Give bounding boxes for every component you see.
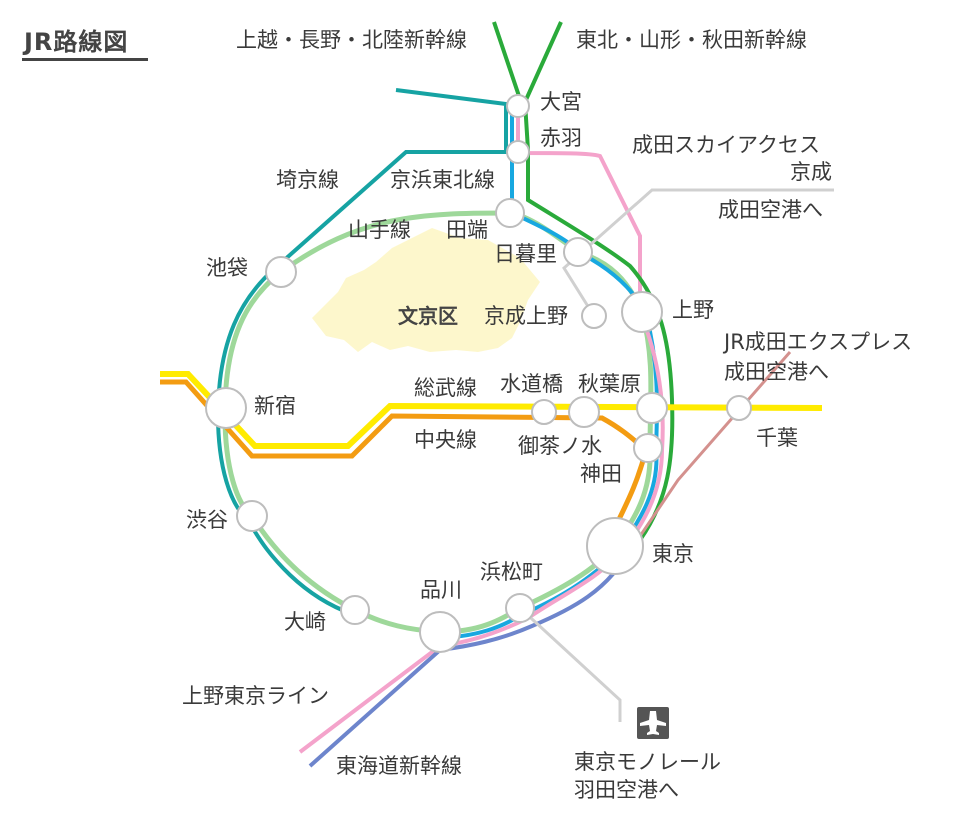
saikyo-line (215, 88, 508, 616)
narita-express-line (630, 351, 792, 549)
line-label-yamanote: 山手線 (348, 218, 411, 242)
tokyo-monorail-line (518, 606, 622, 722)
line-label-skyaccess-destination: 成田空港へ (718, 198, 823, 222)
ward-label: 文京区 (398, 304, 458, 328)
line-label-chuo: 中央線 (414, 428, 477, 452)
station-shibuya-marker[interactable] (236, 500, 268, 532)
station-label-omiya: 大宮 (540, 90, 582, 114)
station-label-chiba: 千葉 (756, 426, 798, 450)
station-chiba-marker[interactable] (726, 395, 752, 421)
station-label-keisei-ueno: 京成上野 (484, 304, 568, 328)
station-ikebukuro-marker[interactable] (265, 256, 297, 288)
tokaido-shinkansen-line (308, 547, 632, 768)
keisei-narita-skyaccess-line (562, 188, 834, 317)
sobu-line (160, 371, 823, 449)
airplane-icon (640, 711, 666, 735)
station-label-nippori: 日暮里 (494, 242, 557, 266)
line-label-narita-express: JR成田エクスプレス (724, 330, 913, 354)
map-title: JR路線図 (24, 28, 129, 56)
station-label-osaki: 大崎 (284, 610, 326, 634)
line-label-narita-skyaccess: 成田スカイアクセス (632, 133, 820, 157)
station-label-akabane: 赤羽 (540, 126, 582, 150)
station-label-shinjuku: 新宿 (254, 394, 296, 418)
line-label-nex-destination: 成田空港へ (724, 360, 829, 384)
station-akabane-marker[interactable] (506, 140, 530, 164)
station-label-shinagawa: 品川 (420, 578, 462, 602)
station-tokyo-marker[interactable] (586, 517, 644, 575)
station-omiya-marker[interactable] (506, 94, 530, 118)
line-label-monorail-destination: 羽田空港へ (574, 778, 679, 802)
station-label-shibuya: 渋谷 (186, 508, 228, 532)
station-label-akihabara: 秋葉原 (578, 372, 641, 396)
station-shinagawa-marker[interactable] (419, 611, 461, 653)
line-label-saikyo: 埼京線 (276, 168, 339, 192)
bunkyo-ward-area (312, 228, 540, 352)
line-label-tokyo-monorail: 東京モノレール (574, 750, 721, 774)
station-label-ochanomizu: 御茶ノ水 (518, 434, 602, 458)
line-label-keisei: 京成 (790, 160, 832, 184)
station-akihabara-marker[interactable] (568, 396, 600, 428)
station-suidobashi-marker[interactable] (531, 399, 557, 425)
ueno-tokyo-line (298, 108, 665, 754)
station-kanda-marker[interactable] (633, 433, 663, 463)
station-label-tabata: 田端 (446, 218, 488, 242)
line-label-sobu: 総武線 (414, 376, 477, 400)
line-label-ueno-tokyo: 上野東京ライン (182, 684, 329, 708)
station-osaki-marker[interactable] (340, 595, 370, 625)
station-hamamatsucho-marker[interactable] (505, 593, 535, 623)
station-label-tokyo: 東京 (652, 542, 694, 566)
station-markers (205, 94, 752, 653)
station-keisei-ueno-marker[interactable] (581, 303, 607, 329)
line-label-keihin-tohoku: 京浜東北線 (390, 168, 495, 192)
station-shinjuku-marker[interactable] (205, 387, 247, 429)
station-label-hamamatsucho: 浜松町 (480, 560, 543, 584)
title-underline (22, 58, 148, 61)
station-ueno-marker[interactable] (621, 291, 663, 333)
line-label-tokaido-shinkansen: 東海道新幹線 (336, 754, 462, 778)
station-tabata-marker[interactable] (495, 198, 525, 228)
station-akihabara-junction-marker[interactable] (636, 392, 668, 424)
station-label-ueno: 上野 (672, 298, 714, 322)
joetsu-shinkansen-line (492, 21, 523, 103)
line-label-joetsu-nagano-hokuriku: 上越・長野・北陸新幹線 (236, 28, 467, 52)
line-label-tohoku-yamagata-akita: 東北・山形・秋田新幹線 (576, 28, 807, 52)
station-nippori-marker[interactable] (563, 237, 593, 267)
station-label-suidobashi: 水道橋 (500, 372, 563, 396)
station-label-ikebukuro: 池袋 (206, 256, 248, 280)
station-label-kanda: 神田 (580, 462, 622, 486)
